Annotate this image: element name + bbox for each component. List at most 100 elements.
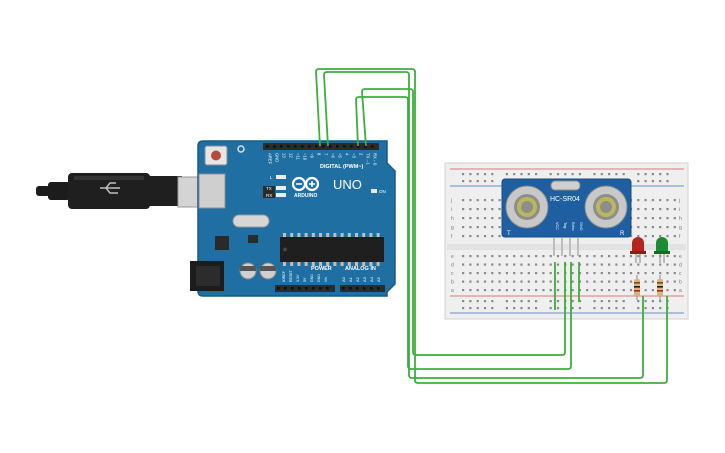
breadboard-hole[interactable] — [469, 208, 472, 211]
rail-hole[interactable] — [469, 300, 472, 303]
rail-hole[interactable] — [462, 180, 465, 183]
rail-hole[interactable] — [513, 307, 516, 310]
digital-pin-socket[interactable] — [280, 145, 283, 148]
rail-hole[interactable] — [644, 307, 647, 310]
rail-hole[interactable] — [505, 300, 508, 303]
rail-hole[interactable] — [593, 300, 596, 303]
breadboard-hole[interactable] — [578, 272, 581, 275]
breadboard-hole[interactable] — [644, 272, 647, 275]
breadboard-hole[interactable] — [666, 263, 669, 266]
rail-hole[interactable] — [578, 300, 581, 303]
breadboard-hole[interactable] — [644, 217, 647, 220]
rail-hole[interactable] — [600, 173, 603, 176]
breadboard-hole[interactable] — [673, 255, 676, 258]
rail-hole[interactable] — [513, 173, 516, 176]
breadboard-hole[interactable] — [673, 226, 676, 229]
breadboard-hole[interactable] — [520, 263, 523, 266]
breadboard-hole[interactable] — [615, 272, 618, 275]
breadboard-hole[interactable] — [556, 289, 560, 292]
rail-hole[interactable] — [549, 307, 552, 310]
rail-hole[interactable] — [513, 300, 516, 303]
breadboard-hole[interactable] — [462, 235, 465, 238]
breadboard-hole[interactable] — [651, 235, 654, 238]
rail-hole[interactable] — [659, 300, 662, 303]
digital-pin-socket[interactable] — [266, 145, 269, 148]
breadboard-hole[interactable] — [513, 280, 516, 283]
rail-hole[interactable] — [651, 307, 654, 310]
breadboard-hole[interactable] — [644, 208, 647, 211]
breadboard-hole[interactable] — [549, 255, 552, 258]
rail-hole[interactable] — [483, 307, 487, 310]
breadboard-hole[interactable] — [483, 235, 487, 238]
power-pin-socket[interactable] — [284, 287, 287, 290]
rail-hole[interactable] — [666, 173, 669, 176]
breadboard-hole[interactable] — [513, 263, 516, 266]
red-led[interactable] — [630, 237, 646, 263]
breadboard-hole[interactable] — [535, 289, 538, 292]
breadboard-hole[interactable] — [673, 208, 676, 211]
breadboard-hole[interactable] — [520, 280, 523, 283]
breadboard-hole[interactable] — [651, 226, 654, 229]
breadboard-hole[interactable] — [673, 280, 676, 283]
breadboard-hole[interactable] — [659, 272, 662, 275]
breadboard-hole[interactable] — [498, 255, 501, 258]
breadboard-hole[interactable] — [666, 217, 669, 220]
rail-hole[interactable] — [469, 307, 472, 310]
rail-hole[interactable] — [593, 173, 596, 176]
breadboard-hole[interactable] — [622, 255, 625, 258]
breadboard-hole[interactable] — [498, 263, 501, 266]
breadboard-hole[interactable] — [637, 235, 640, 238]
breadboard-hole[interactable] — [491, 235, 494, 238]
breadboard-hole[interactable] — [637, 263, 640, 266]
rail-hole[interactable] — [476, 307, 479, 310]
rail-hole[interactable] — [535, 300, 538, 303]
breadboard-hole[interactable] — [549, 289, 552, 292]
power-pin-socket[interactable] — [305, 287, 308, 290]
breadboard-hole[interactable] — [483, 280, 487, 283]
breadboard-hole[interactable] — [659, 208, 662, 211]
analog-pin-socket[interactable] — [342, 287, 345, 290]
breadboard-hole[interactable] — [593, 289, 596, 292]
rail-hole[interactable] — [644, 173, 647, 176]
breadboard-hole[interactable] — [571, 255, 574, 258]
rail-hole[interactable] — [578, 173, 581, 176]
breadboard-hole[interactable] — [491, 263, 494, 266]
breadboard-hole[interactable] — [622, 280, 625, 283]
breadboard-hole[interactable] — [666, 208, 669, 211]
breadboard-hole[interactable] — [542, 272, 545, 275]
breadboard-hole[interactable] — [556, 280, 560, 283]
breadboard-hole[interactable] — [549, 280, 552, 283]
breadboard-hole[interactable] — [600, 272, 603, 275]
digital-pin-socket[interactable] — [357, 145, 360, 148]
breadboard-hole[interactable] — [542, 255, 545, 258]
wire-pin7[interactable] — [323, 71, 644, 379]
rail-hole[interactable] — [535, 307, 538, 310]
breadboard-hole[interactable] — [666, 226, 669, 229]
breadboard-hole[interactable] — [637, 217, 640, 220]
breadboard-hole[interactable] — [637, 208, 640, 211]
breadboard-hole[interactable] — [593, 255, 596, 258]
breadboard-hole[interactable] — [462, 199, 465, 202]
power-pin-socket[interactable] — [326, 287, 329, 290]
breadboard-hole[interactable] — [651, 263, 654, 266]
digital-pin-socket[interactable] — [273, 145, 276, 148]
breadboard-hole[interactable] — [462, 255, 465, 258]
breadboard-hole[interactable] — [673, 289, 676, 292]
breadboard-hole[interactable] — [666, 199, 669, 202]
rail-hole[interactable] — [483, 300, 487, 303]
breadboard-hole[interactable] — [629, 280, 633, 283]
breadboard-hole[interactable] — [469, 255, 472, 258]
rail-hole[interactable] — [622, 300, 625, 303]
breadboard-hole[interactable] — [600, 255, 603, 258]
rail-hole[interactable] — [622, 173, 625, 176]
rail-hole[interactable] — [651, 173, 654, 176]
breadboard-hole[interactable] — [571, 263, 574, 266]
breadboard-hole[interactable] — [564, 255, 567, 258]
rail-hole[interactable] — [476, 300, 479, 303]
power-pin-socket[interactable] — [298, 287, 301, 290]
breadboard-hole[interactable] — [586, 289, 589, 292]
breadboard-hole[interactable] — [615, 280, 618, 283]
breadboard-hole[interactable] — [571, 280, 574, 283]
breadboard-hole[interactable] — [629, 255, 633, 258]
breadboard-hole[interactable] — [600, 263, 603, 266]
